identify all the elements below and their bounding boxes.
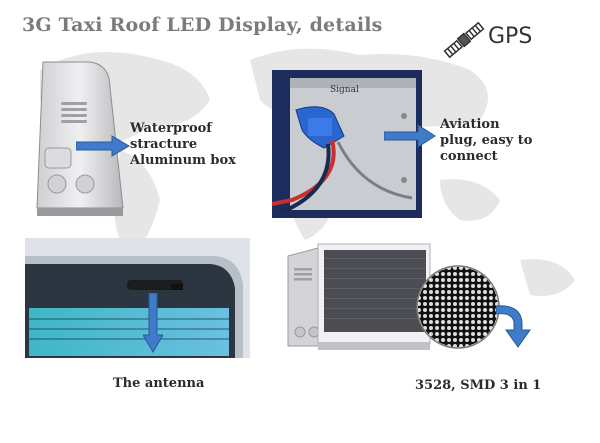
led-display-photo	[287, 243, 431, 350]
caption-smd: 3528, SMD 3 in 1	[415, 378, 542, 393]
caption-antenna: The antenna	[113, 376, 205, 391]
antenna-photo	[25, 238, 250, 358]
arrow-down-1	[143, 293, 163, 353]
caption-aviation: Aviation plug, easy to connect	[440, 117, 533, 164]
page-title: 3G Taxi Roof LED Display, details	[22, 14, 383, 36]
arrow-down-2	[496, 305, 531, 348]
satellite-icon	[443, 21, 485, 59]
gps-label: GPS	[488, 24, 533, 49]
aviation-plug-photo: Signal	[272, 70, 422, 218]
caption-waterproof: Waterproof stracture Aluminum box	[130, 121, 236, 168]
smd-closeup-photo	[416, 265, 500, 349]
arrow-right-1	[76, 135, 130, 157]
arrow-right-2	[384, 124, 436, 148]
aluminum-box-photo	[36, 61, 124, 216]
svg-text:Signal: Signal	[330, 85, 359, 95]
